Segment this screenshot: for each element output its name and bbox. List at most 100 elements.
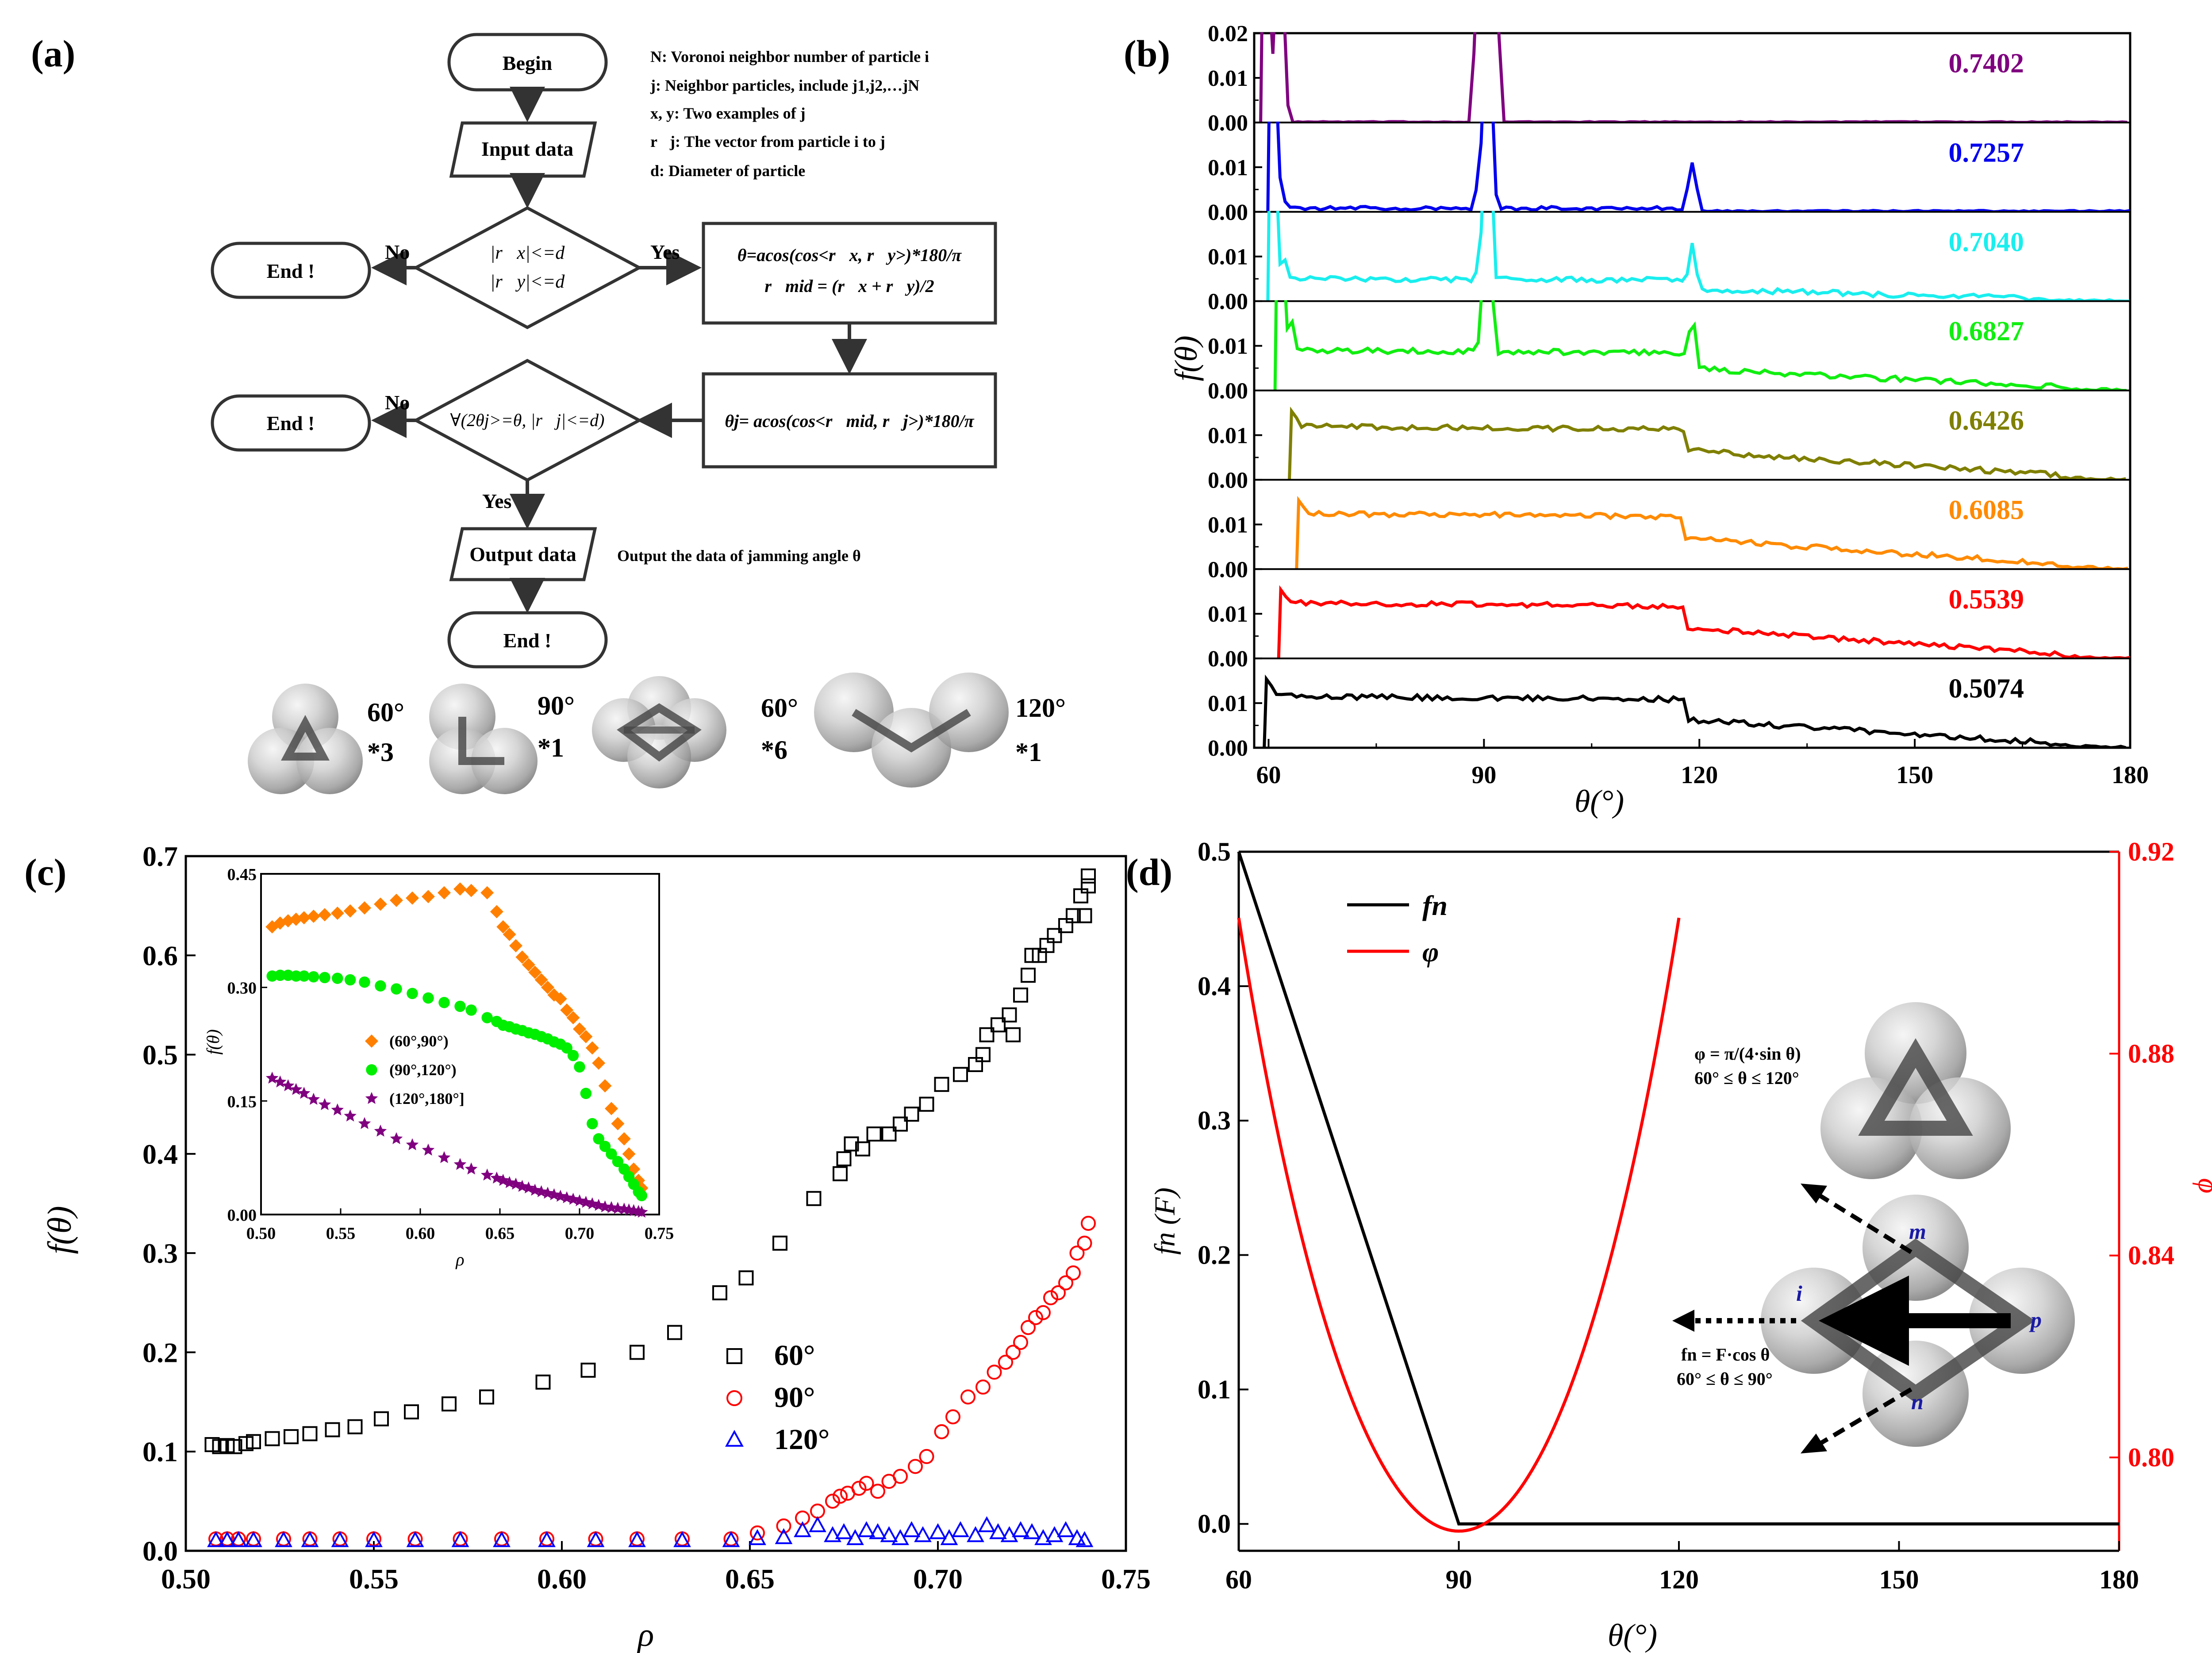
panel-d-ylabel: fn (F)	[1149, 1188, 1181, 1255]
data-point	[365, 1531, 383, 1547]
x-tick-label: 90	[1471, 761, 1496, 789]
data-point	[833, 1166, 848, 1181]
data-point	[358, 1117, 371, 1129]
data-point	[975, 1047, 991, 1062]
data-point	[612, 1156, 624, 1167]
panel-label-c: (c)	[24, 851, 66, 893]
x-tick-label: 180	[2099, 1565, 2139, 1594]
data-point	[442, 1396, 457, 1412]
data-point	[332, 973, 343, 984]
panel-label-d: (d)	[1126, 851, 1172, 893]
y-tick-label: 0.01	[1208, 66, 1248, 91]
data-point	[945, 1409, 960, 1425]
data-point	[422, 992, 434, 1004]
data-point	[809, 1516, 826, 1532]
x-tick-label: 60	[1256, 761, 1281, 789]
data-point	[358, 901, 371, 915]
data-point	[331, 1103, 344, 1115]
y-tick-label: 0.2	[142, 1337, 178, 1368]
legend-line: j: Neighbor particles, include j1,j2,…jN	[650, 77, 919, 94]
x-tick-label: 0.60	[537, 1563, 587, 1595]
legend-marker	[726, 1348, 742, 1364]
y-tick-label: 0.0	[1198, 1509, 1231, 1538]
no-label-2: No	[385, 391, 410, 414]
data-point	[870, 1484, 885, 1499]
data-point	[318, 1098, 331, 1110]
label-n: n	[1911, 1389, 1924, 1414]
y-tick-label: 0.45	[227, 865, 257, 884]
data-point	[580, 1196, 592, 1208]
data-point	[617, 1132, 631, 1146]
data-point	[406, 1531, 424, 1547]
decision-1-line-2: |r⃗y|<=d	[490, 272, 565, 292]
data-point	[308, 971, 319, 983]
data-point	[794, 1521, 811, 1538]
data-point	[934, 1424, 949, 1439]
y-tick-label: 0.4	[1198, 972, 1231, 1001]
data-point	[541, 1187, 554, 1199]
data-point	[991, 1017, 1006, 1033]
rmid-equation: r⃗mid = (r⃗x + r⃗y)/2	[764, 276, 934, 296]
cluster-60-triangle	[248, 684, 363, 794]
y-tick-label: 0.00	[1208, 646, 1248, 672]
theta-calc-node	[702, 222, 997, 325]
data-point	[331, 1531, 349, 1547]
x-tick-label: 0.65	[725, 1563, 775, 1595]
data-point	[1081, 1215, 1096, 1231]
data-point	[230, 1531, 247, 1547]
data-point	[451, 1531, 469, 1547]
data-point	[914, 1526, 932, 1542]
data-point	[438, 1151, 451, 1163]
data-point	[606, 1148, 617, 1160]
data-point	[301, 1531, 319, 1547]
y-tick-label: 0.3	[142, 1238, 178, 1269]
output-note: Output the data of jamming angle θ	[617, 547, 861, 565]
y-tick-label: 0.00	[1208, 736, 1248, 761]
data-point	[835, 1523, 853, 1539]
input-node-label: Input data	[481, 138, 573, 160]
series-line	[1288, 406, 2126, 480]
data-point	[422, 890, 435, 903]
data-point	[825, 1493, 840, 1509]
data-point	[307, 1092, 320, 1105]
panel-label-b: (b)	[1124, 32, 1170, 75]
data-point	[480, 886, 494, 900]
label-p: p	[2029, 1307, 2042, 1332]
x-tick-label: 90	[1446, 1565, 1472, 1594]
y-tick-label: 0.0	[142, 1535, 178, 1567]
legend-label: 90°	[774, 1381, 815, 1414]
data-point	[881, 1126, 897, 1142]
data-point	[1034, 1529, 1052, 1545]
data-point	[493, 1531, 511, 1547]
decision-1	[412, 206, 643, 329]
data-point	[1006, 1027, 1021, 1042]
data-point	[1002, 1007, 1017, 1023]
data-point	[960, 1389, 975, 1405]
end-node-1-label: End !	[267, 260, 315, 282]
legend-label: (60°,90°)	[389, 1032, 449, 1050]
series-label: 0.7040	[1949, 227, 2024, 257]
data-point	[587, 1118, 598, 1130]
data-point	[574, 1061, 585, 1073]
data-point	[522, 958, 535, 972]
data-point	[978, 1516, 996, 1532]
data-point	[490, 905, 503, 919]
y-tick-label: 0.4	[142, 1138, 178, 1170]
legend-label-fn: fn	[1422, 890, 1448, 921]
cluster-mult: *6	[761, 735, 787, 765]
x-tick-label: 0.60	[406, 1224, 435, 1243]
panel-c-ylabel: f(θ)	[41, 1206, 78, 1254]
data-point	[1069, 1246, 1085, 1261]
data-point	[635, 1205, 648, 1218]
data-point	[453, 882, 467, 896]
y-tick-label: 0.15	[227, 1092, 257, 1111]
cluster-angle: 60°	[761, 693, 798, 723]
cluster-60-rhombus	[592, 676, 726, 788]
x-tick-label: 0.55	[349, 1563, 399, 1595]
data-point	[480, 1169, 494, 1181]
panel-a-flowchart: (a) Begin Input data |r⃗x|<=d |r⃗y|<=d N…	[31, 32, 1066, 794]
y-tick-label: 0.01	[1208, 334, 1248, 359]
cluster-angle: 90°	[538, 691, 575, 720]
